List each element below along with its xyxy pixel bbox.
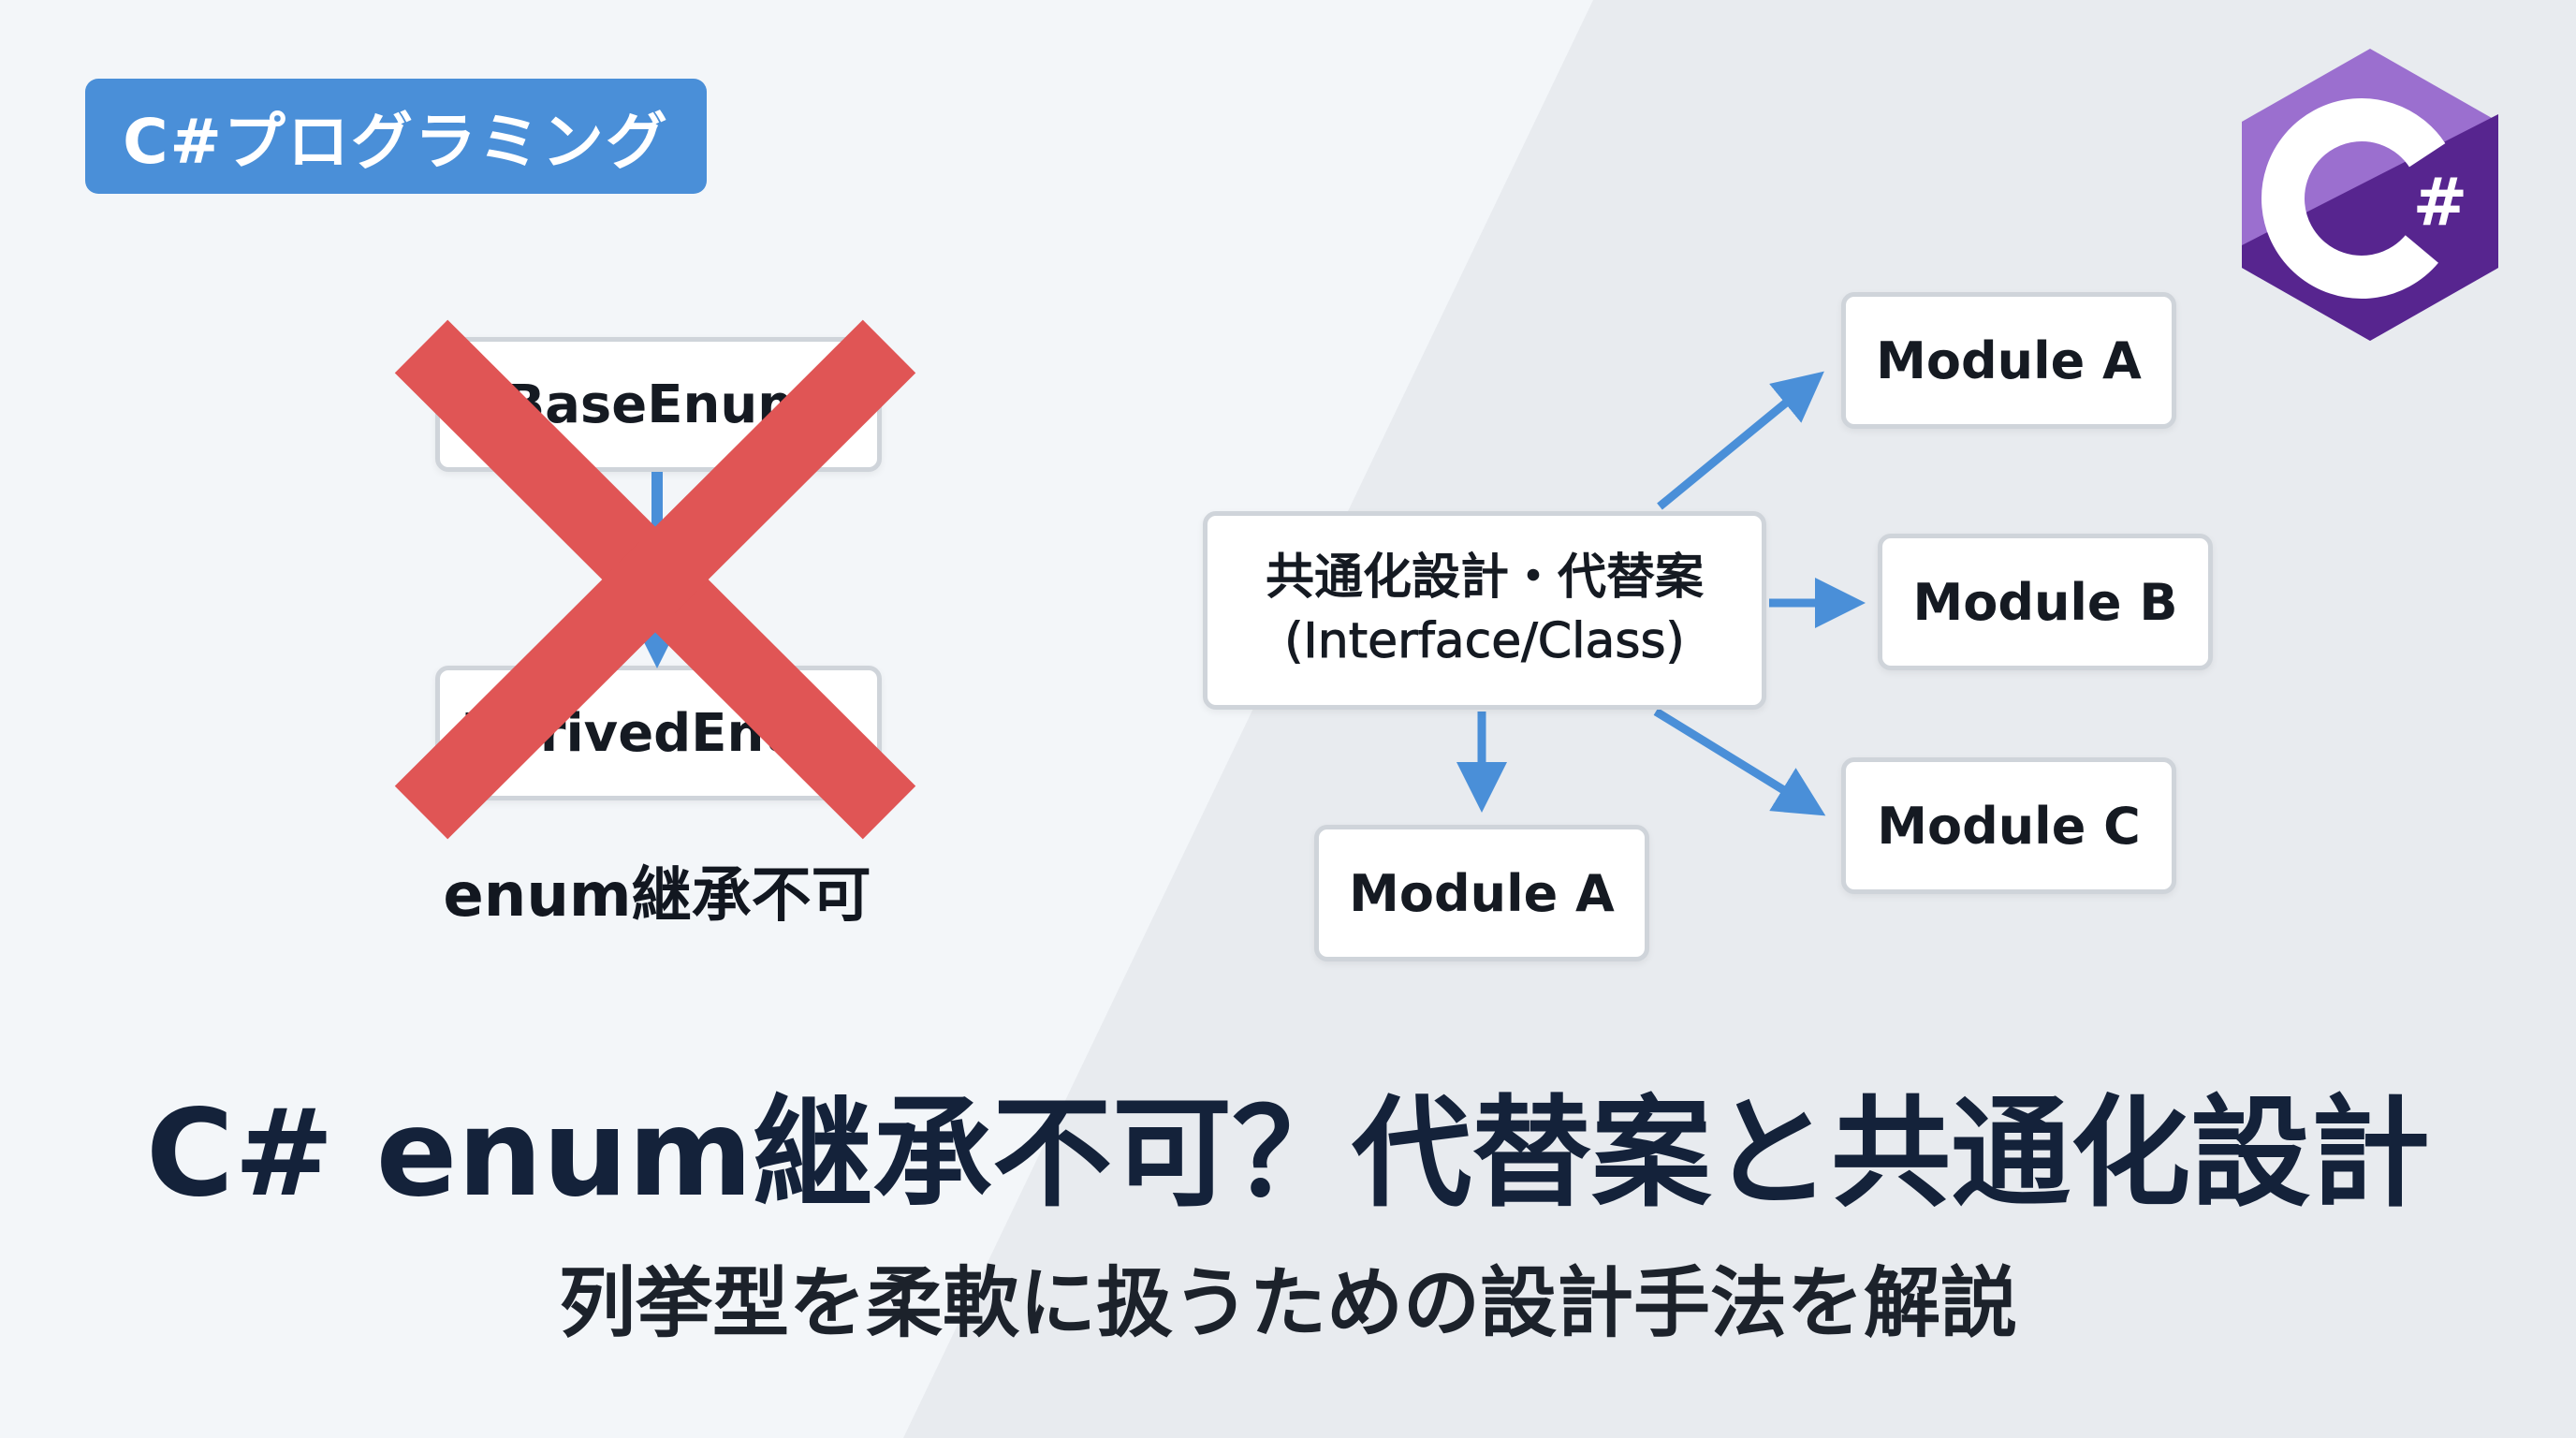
page-title: C# enum継承不可？代替案と共通化設計	[145, 1084, 2431, 1224]
module-label: Module C	[1877, 796, 2141, 856]
module-a-top-box: Module A	[1841, 292, 2176, 429]
enum-inheritance-caption: enum継承不可	[443, 861, 871, 931]
arrow-to-module-c	[1653, 708, 1826, 816]
module-label: Module A	[1349, 863, 1615, 923]
common-design-box: 共通化設計・代替案 (Interface/Class)	[1203, 511, 1766, 710]
module-a-bottom-box: Module A	[1314, 825, 1649, 961]
module-b-box: Module B	[1878, 534, 2213, 670]
module-label: Module A	[1876, 330, 2142, 390]
logo-symbol: #	[2413, 164, 2468, 241]
center-line-2: (Interface/Class)	[1284, 613, 1686, 670]
cross-stroke-2	[394, 319, 916, 840]
arrow-to-module-a-top	[1657, 371, 1824, 510]
csharp-logo-icon: #	[2242, 49, 2498, 341]
module-c-box: Module C	[1841, 757, 2176, 894]
category-tag: C#プログラミング	[85, 79, 707, 194]
page-subtitle: 列挙型を柔軟に扱うための設計手法を解説	[558, 1259, 2017, 1348]
center-line-1: 共通化設計・代替案	[1265, 550, 1704, 607]
module-label: Module B	[1912, 572, 2178, 632]
